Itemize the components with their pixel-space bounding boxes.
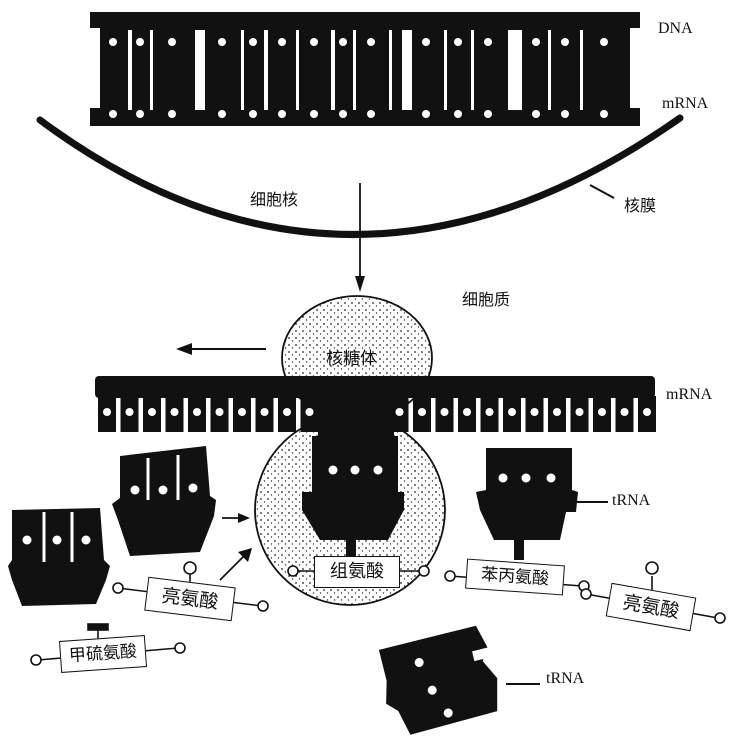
- methionine-box: 甲硫氨酸: [59, 635, 147, 673]
- mrna-base-dot: [216, 408, 224, 416]
- mrna-base-dot: [283, 408, 291, 416]
- mrna-base-dot: [396, 408, 404, 416]
- mrna-base-dot: [486, 408, 494, 416]
- trna-right: [476, 448, 608, 560]
- mrna-bottom-label: mRNA: [666, 386, 712, 404]
- mrna-base-dot: [463, 408, 471, 416]
- mrna-base-dot: [553, 408, 561, 416]
- mrna-base-dot: [418, 408, 426, 416]
- cytoplasm-label: 细胞质: [462, 286, 510, 310]
- trna-left-upper: [112, 446, 216, 556]
- mrna-base-dot: [621, 408, 629, 416]
- mrna-base-dot: [171, 408, 179, 416]
- trna-bottom: [373, 624, 505, 739]
- mrna-base-dot: [261, 408, 269, 416]
- trna-right-label: tRNA: [612, 492, 650, 510]
- dna-label: DNA: [658, 20, 693, 38]
- nucleus-label: 细胞核: [250, 186, 298, 210]
- mrna-base-dot: [238, 408, 246, 416]
- mrna-base-dot: [531, 408, 539, 416]
- mrna-base-dot: [193, 408, 201, 416]
- mrna-base-dot: [126, 408, 134, 416]
- mrna-base-dot: [306, 408, 314, 416]
- entry-arrows: [220, 513, 252, 580]
- direction-arrow: [176, 343, 266, 355]
- trna-left-lower: [8, 508, 110, 606]
- mrna-base-dot: [576, 408, 584, 416]
- dna-mrna-ladder: [90, 12, 640, 126]
- mrna-top-label: mRNA: [662, 95, 708, 113]
- histidine-box: 组氨酸: [314, 556, 400, 588]
- dna-rungs: [128, 30, 583, 110]
- nuclear-membrane-label: 核膜: [624, 192, 656, 216]
- mrna-base-dot: [643, 408, 651, 416]
- mrna-base-dot: [508, 408, 516, 416]
- mrna-base-dot: [103, 408, 111, 416]
- ribosome-label: 核糖体: [326, 344, 377, 369]
- membrane-pointer: [590, 185, 614, 198]
- mrna-base-dot: [148, 408, 156, 416]
- mrna-base-dot: [598, 408, 606, 416]
- mrna-base-dot: [441, 408, 449, 416]
- trna-bottom-label: tRNA: [546, 670, 584, 688]
